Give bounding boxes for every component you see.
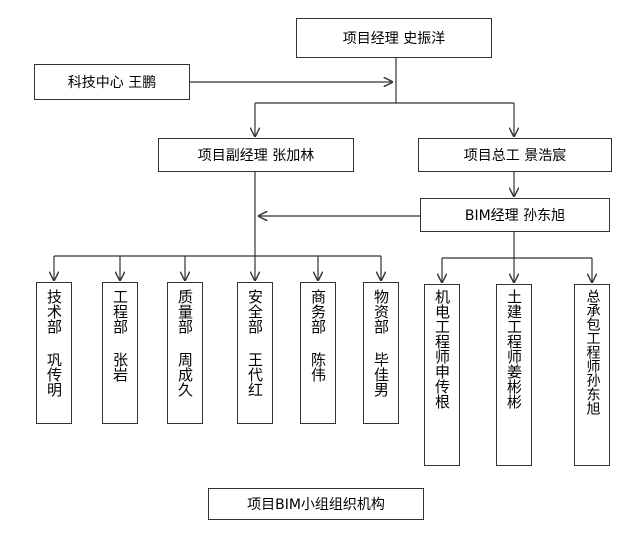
bim-manager-label: BIM经理 孙东旭 <box>464 208 566 224</box>
department-name: 工程部 <box>111 289 129 334</box>
project-manager-box: 项目经理 史振洋 <box>296 18 492 58</box>
project-manager-label: 项目经理 史振洋 <box>342 31 446 47</box>
chief-engineer-box: 项目总工 景浩宸 <box>418 138 612 172</box>
department-head: 毕佳男 <box>372 352 390 397</box>
engineer-box: 总承包工程师孙东旭 <box>574 284 610 466</box>
tech-center-box: 科技中心 王鹏 <box>34 64 190 100</box>
chief-engineer-label: 项目总工 景浩宸 <box>463 148 567 164</box>
department-box: 商务部 陈伟 <box>300 282 336 424</box>
department-name: 技术部 <box>45 289 63 334</box>
department-box: 技术部 巩传明 <box>36 282 72 424</box>
department-box: 质量部 周成久 <box>167 282 203 424</box>
department-head: 周成久 <box>176 352 194 397</box>
department-box: 物资部 毕佳男 <box>363 282 399 424</box>
engineer-label: 总承包工程师孙东旭 <box>584 289 601 415</box>
department-box: 工程部 张岩 <box>102 282 138 424</box>
caption-text: 项目BIM小组组织机构 <box>247 497 385 513</box>
engineer-box: 土建工程师姜彬彬 <box>496 284 532 466</box>
engineer-label: 土建工程师姜彬彬 <box>505 289 523 409</box>
chart-caption: 项目BIM小组组织机构 <box>208 488 424 520</box>
department-head: 巩传明 <box>45 352 63 397</box>
engineer-label: 机电工程师申传根 <box>433 289 451 409</box>
department-name: 商务部 <box>309 289 327 334</box>
bim-manager-box: BIM经理 孙东旭 <box>420 198 610 232</box>
department-box: 安全部 王代红 <box>237 282 273 424</box>
department-head: 陈伟 <box>309 352 327 382</box>
department-name: 质量部 <box>176 289 194 334</box>
deputy-pm-label: 项目副经理 张加林 <box>197 148 315 164</box>
department-head: 王代红 <box>246 352 264 397</box>
department-head: 张岩 <box>111 352 129 382</box>
deputy-pm-box: 项目副经理 张加林 <box>158 138 354 172</box>
tech-center-label: 科技中心 王鹏 <box>67 75 157 91</box>
department-name: 安全部 <box>246 289 264 334</box>
department-name: 物资部 <box>372 289 390 334</box>
engineer-box: 机电工程师申传根 <box>424 284 460 466</box>
